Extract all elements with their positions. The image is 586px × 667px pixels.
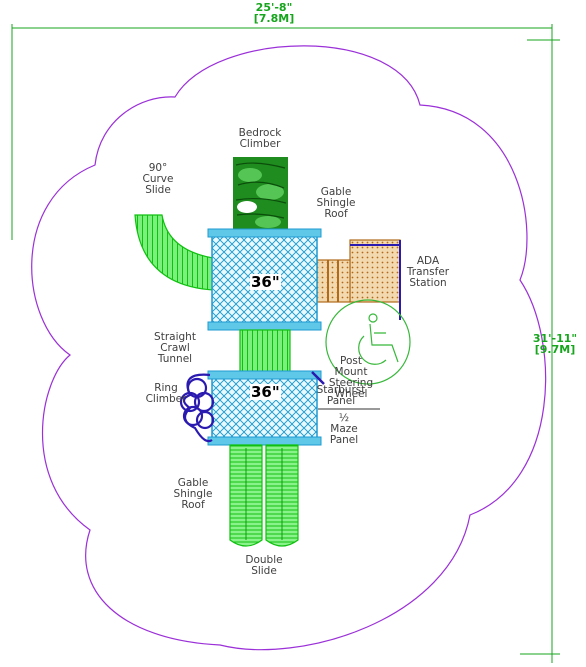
depth-dimension-label: 31'-11" [9.7M] bbox=[524, 333, 586, 355]
curve-slide bbox=[134, 214, 214, 291]
width-feet-text: 25'-8" bbox=[255, 1, 293, 14]
crawl-tunnel bbox=[239, 329, 291, 376]
ada-transfer-station bbox=[316, 239, 401, 320]
depth-feet-text: 31'-11" bbox=[532, 332, 578, 345]
gable-roof-bottom-label: Gable Shingle Roof bbox=[173, 477, 213, 511]
width-dimension-line bbox=[11, 24, 553, 240]
steering-wheel-label: Post Mount Steering Wheel bbox=[328, 355, 374, 400]
lower-deck-height: 36" bbox=[250, 383, 281, 401]
width-dimension-label: 25'-8" [7.8M] bbox=[244, 2, 304, 24]
double-slide-label: Double Slide bbox=[245, 554, 283, 577]
bedrock-climber-label: Bedrock Climber bbox=[238, 127, 282, 150]
starburst-panel-label: Starburst Panel bbox=[316, 384, 366, 407]
maze-panel-label: ½ Maze Panel bbox=[329, 412, 359, 446]
double-slide bbox=[229, 444, 299, 547]
ring-climber-label: Ring Climber bbox=[145, 382, 187, 405]
ring-climber bbox=[179, 373, 215, 443]
depth-dimension-line bbox=[520, 39, 560, 663]
wheelchair-icon bbox=[325, 299, 411, 385]
gable-roof-top-label: Gable Shingle Roof bbox=[316, 186, 356, 220]
width-metric-text: [7.8M] bbox=[253, 12, 295, 25]
upper-deck-height: 36" bbox=[250, 273, 281, 291]
use-zone-boundary bbox=[31, 45, 547, 651]
curve-slide-label: 90° Curve Slide bbox=[142, 162, 174, 196]
steering-wheel-mount bbox=[311, 371, 325, 385]
ada-transfer-label: ADA Transfer Station bbox=[406, 255, 450, 289]
bedrock-climber bbox=[233, 157, 288, 235]
crawl-tunnel-label: Straight Crawl Tunnel bbox=[154, 331, 196, 365]
depth-metric-text: [9.7M] bbox=[534, 343, 576, 356]
